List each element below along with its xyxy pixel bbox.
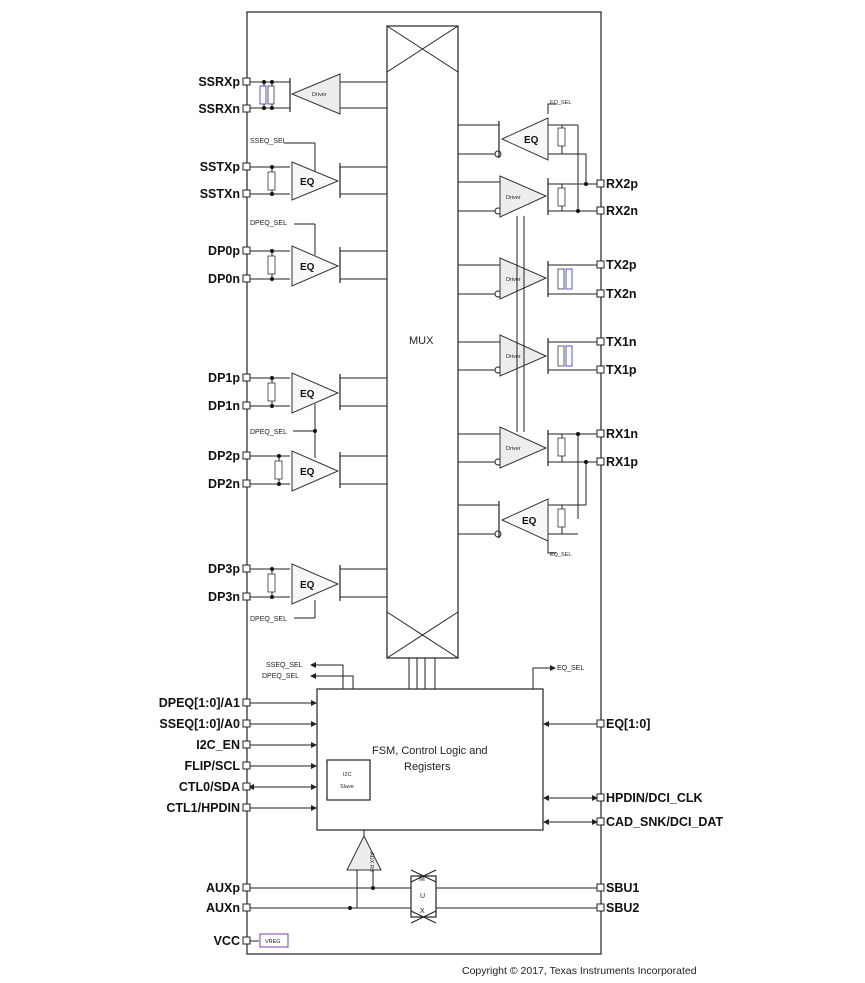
- dpeq-sel-dp12: DPEQ_SEL: [250, 404, 317, 458]
- dpeq-sel-label-1: DPEQ_SEL: [250, 220, 287, 227]
- pin-flip: FLIP/SCL: [184, 759, 240, 773]
- dp1-eq-label: EQ: [300, 389, 315, 400]
- pin-cad: CAD_SNK/DCI_DAT: [606, 815, 724, 829]
- pin-ctl0: CTL0/SDA: [179, 780, 240, 794]
- pin-eq: EQ[1:0]: [606, 717, 650, 731]
- sbu-mux-x: X: [420, 908, 425, 915]
- pin-tx2p: TX2p: [606, 258, 637, 272]
- aux-rx-label: AUX RX: [368, 852, 374, 873]
- pin-dp2n: DP2n: [208, 477, 240, 491]
- control-inputs-right: [543, 721, 598, 825]
- pin-rx1p: RX1p: [606, 455, 638, 469]
- tx1-driver-lane: Driver: [458, 334, 598, 377]
- dp0-eq-lane: EQ DPEQ_SEL: [249, 220, 387, 287]
- pin-dp0n: DP0n: [208, 272, 240, 286]
- dp3-eq-lane: EQ DPEQ_SEL: [249, 563, 387, 623]
- dpeq-sel-label-4: DPEQ_SEL: [262, 673, 299, 680]
- fsm-label-1: FSM, Control Logic and: [372, 745, 488, 757]
- rx1-driver-lane: Driver: [458, 426, 598, 519]
- pin-i2c-en: I2C_EN: [196, 738, 240, 752]
- pin-rx2p: RX2p: [606, 177, 638, 191]
- rx1-driver-label: Driver: [506, 446, 521, 452]
- right-pin-labels: RX2p RX2n TX2p TX2n TX1n TX1p RX1n RX1p …: [606, 177, 724, 915]
- pin-dp3p: DP3p: [208, 562, 240, 576]
- pin-tx1n: TX1n: [606, 335, 637, 349]
- rx2-driver-label: Driver: [506, 195, 521, 201]
- dp2-eq-label: EQ: [300, 467, 315, 478]
- dpeq-sel-label-3: DPEQ_SEL: [250, 616, 287, 623]
- pin-dpeq: DPEQ[1:0]/A1: [159, 696, 240, 710]
- pin-sbu1: SBU1: [606, 881, 639, 895]
- eq-sel-label-3: EQ_SEL: [557, 665, 584, 672]
- sseq-sel-label-2: SSEQ_SEL: [266, 662, 303, 669]
- rx2-eq-label: EQ: [524, 135, 539, 146]
- right-pin-squares: [596, 179, 605, 912]
- sstx-eq-label: EQ: [300, 177, 315, 188]
- eq-sel-label-2: EQ_SEL: [550, 552, 571, 558]
- eq-sel-label-1: EQ_SEL: [550, 100, 571, 106]
- pin-rx1n: RX1n: [606, 427, 638, 441]
- pin-auxp: AUXp: [206, 881, 240, 895]
- pin-auxn: AUXn: [206, 901, 240, 915]
- pin-dp3n: DP3n: [208, 590, 240, 604]
- dp2-eq-lane: EQ: [249, 450, 387, 492]
- pin-ssrxp: SSRXp: [198, 75, 240, 89]
- mux-block: MUX: [386, 25, 459, 659]
- sseq-sel-label-1: SSEQ_SEL: [250, 138, 287, 145]
- pin-tx1p: TX1p: [606, 363, 637, 377]
- pin-sstxp: SSTXp: [200, 160, 241, 174]
- fsm-block: FSM, Control Logic and Registers I2C Sla…: [262, 658, 584, 831]
- dp0-eq-label: EQ: [300, 262, 315, 273]
- tx2-driver-lane: Driver: [458, 257, 598, 300]
- control-inputs-left: [248, 700, 317, 811]
- i2c-label-2: Slave: [340, 784, 354, 790]
- driver-control-bus: [516, 216, 525, 432]
- rx1-eq-lane: EQ EQ_SEL: [458, 498, 586, 558]
- vreg-label: VREG: [265, 939, 281, 945]
- pin-dp1n: DP1n: [208, 399, 240, 413]
- mux-label: MUX: [409, 335, 434, 347]
- ssrx-driver-lane: Driver: [249, 73, 387, 115]
- ssrx-driver-label: Driver: [312, 92, 327, 98]
- pin-sseq: SSEQ[1:0]/A0: [159, 717, 240, 731]
- dp3-eq-label: EQ: [300, 580, 315, 591]
- pin-ssrxn: SSRXn: [198, 102, 240, 116]
- pin-ctl1: CTL1/HPDIN: [166, 801, 240, 815]
- sstx-eq-lane: EQ SSEQ_SEL: [249, 138, 387, 201]
- vreg-block: VREG: [249, 933, 289, 948]
- dp1-eq-lane: EQ: [249, 372, 387, 414]
- sbu-mux-u: U: [420, 893, 425, 900]
- rx1-eq-label: EQ: [522, 516, 537, 527]
- sbu-mux-m: M: [419, 876, 425, 883]
- pin-sstxn: SSTXn: [200, 187, 240, 201]
- pin-sbu2: SBU2: [606, 901, 639, 915]
- i2c-label-1: I2C: [343, 772, 352, 778]
- pin-hpdin: HPDIN/DCI_CLK: [606, 791, 703, 805]
- pin-tx2n: TX2n: [606, 287, 637, 301]
- pin-dp2p: DP2p: [208, 449, 240, 463]
- pin-dp1p: DP1p: [208, 371, 240, 385]
- fsm-label-2: Registers: [404, 761, 451, 773]
- tx1-driver-label: Driver: [506, 354, 521, 360]
- rx2-eq-lane: EQ EQ_SEL: [458, 100, 586, 161]
- rx2-driver-lane: Driver: [458, 125, 598, 218]
- left-pin-labels: SSRXp SSRXn SSTXp SSTXn DP0p DP0n DP1p D…: [159, 75, 241, 948]
- i2c-slave-block: [326, 759, 371, 801]
- tx2-driver-label: Driver: [506, 277, 521, 283]
- copyright-text: Copyright © 2017, Texas Instruments Inco…: [462, 965, 697, 977]
- pin-dp0p: DP0p: [208, 244, 240, 258]
- pin-rx2n: RX2n: [606, 204, 638, 218]
- dpeq-sel-label-2: DPEQ_SEL: [250, 429, 287, 436]
- pin-vcc: VCC: [214, 934, 240, 948]
- left-pin-squares: [242, 77, 251, 945]
- aux-section: AUX RX M U X: [249, 830, 598, 924]
